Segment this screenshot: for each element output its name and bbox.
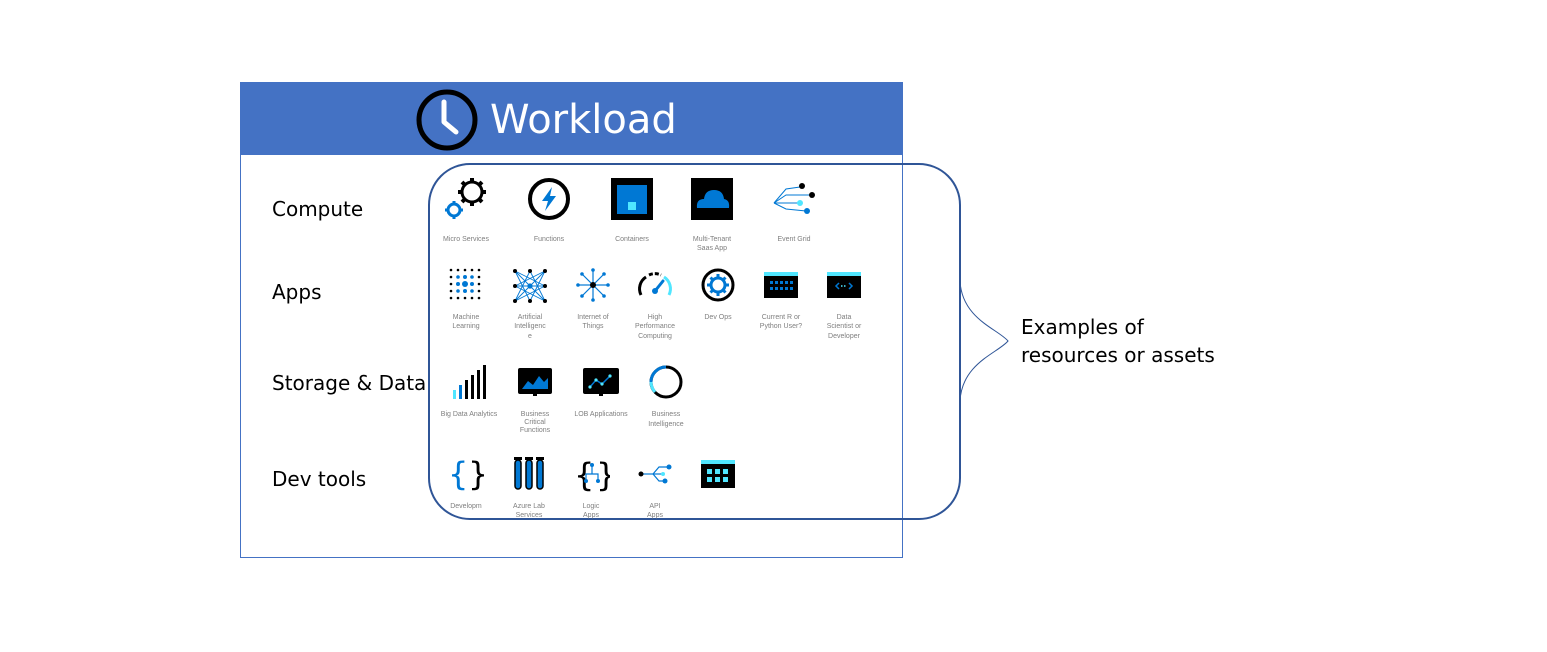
label-learning: Learning xyxy=(452,323,480,330)
r-python-user-icon xyxy=(764,272,798,298)
label-performance: Performance xyxy=(634,323,676,330)
label-services: Services xyxy=(515,512,543,519)
functions-bolt-icon xyxy=(528,178,570,220)
label-high: High xyxy=(647,314,663,321)
svg-text:}: } xyxy=(596,456,610,492)
high-performance-computing-icon xyxy=(638,272,672,296)
label-lob-applications: LOB Applications xyxy=(574,411,628,418)
label-intelligence: Intelligenc xyxy=(514,323,546,330)
category-dev-tools: Dev tools xyxy=(272,467,367,491)
svg-text:{: { xyxy=(448,455,468,491)
examples-line-2: resources or assets xyxy=(1021,343,1215,367)
workload-header xyxy=(241,83,902,155)
label-internet-of: Internet of xyxy=(577,314,609,321)
label-development: Developm xyxy=(450,503,482,510)
business-intelligence-icon xyxy=(649,365,683,399)
label-dev-ops: Dev Ops xyxy=(704,314,732,321)
curly-brace xyxy=(959,280,1009,402)
workload-frame xyxy=(240,82,903,558)
azure-lab-services-icon xyxy=(514,457,544,490)
label-apps: Apps xyxy=(583,512,599,519)
label-computing: Computing xyxy=(638,333,672,340)
label-critical: Critical xyxy=(524,419,546,426)
logic-apps-icon: { } xyxy=(574,456,610,492)
label-scientist-or: Scientist or xyxy=(826,323,862,330)
data-scientist-icon xyxy=(827,272,861,298)
label-business-intelligence: Business Intelligence xyxy=(648,411,684,428)
label-current-r: Current R or xyxy=(761,314,801,321)
cloud-saas-icon xyxy=(691,178,733,220)
category-apps: Apps xyxy=(272,280,322,304)
devops-gear-icon xyxy=(701,268,735,302)
label-containers: Containers xyxy=(615,236,649,243)
svg-text:{: { xyxy=(574,456,594,492)
label-business: Business xyxy=(520,411,550,418)
app-grid-icon xyxy=(701,460,735,488)
category-compute: Compute xyxy=(272,197,364,221)
label-data: Data xyxy=(836,314,852,321)
business-critical-icon xyxy=(518,368,552,396)
label-intelligence-e: e xyxy=(528,333,532,340)
clock-icon xyxy=(416,89,478,151)
lob-applications-icon xyxy=(583,368,619,396)
resources-group-box xyxy=(428,163,961,520)
label-micro-services: Micro Services xyxy=(443,236,489,243)
api-apps-icon xyxy=(638,464,672,484)
label-event-grid: Event Grid xyxy=(777,236,811,243)
label-multi-tenant: Multi-Tenant xyxy=(692,236,732,243)
artificial-intelligence-icon xyxy=(513,269,547,303)
label-api: API xyxy=(649,503,661,510)
label-apps-2: Apps xyxy=(647,512,663,519)
machine-learning-icon xyxy=(449,268,481,300)
label-artificial: Artificial xyxy=(517,314,543,321)
big-data-analytics-icon xyxy=(453,365,486,399)
internet-of-things-icon xyxy=(576,268,610,302)
label-saas-app: Saas App xyxy=(697,245,727,252)
label-functions: Functions xyxy=(533,236,565,243)
label-developer: Developer xyxy=(828,333,860,340)
microservices-gears-icon xyxy=(445,178,486,219)
examples-annotation: Examples of resources or assets xyxy=(1021,313,1215,369)
category-storage-data: Storage & Data xyxy=(272,371,427,395)
examples-line-1: Examples of xyxy=(1021,315,1144,339)
workload-title: Workload xyxy=(490,97,677,143)
label-functions-2: Functions xyxy=(519,427,551,434)
label-big-data-analytics: Big Data Analytics xyxy=(440,411,498,418)
event-grid-icon xyxy=(773,183,815,214)
label-logic: Logic xyxy=(582,503,600,510)
containers-icon xyxy=(611,178,653,220)
label-azure-lab: Azure Lab xyxy=(513,503,545,510)
label-things: Things xyxy=(582,323,604,330)
svg-text:}: } xyxy=(468,455,484,491)
label-python-user: Python User? xyxy=(759,323,803,330)
label-machine: Machine xyxy=(452,314,480,321)
development-braces-icon: { } xyxy=(448,455,484,491)
